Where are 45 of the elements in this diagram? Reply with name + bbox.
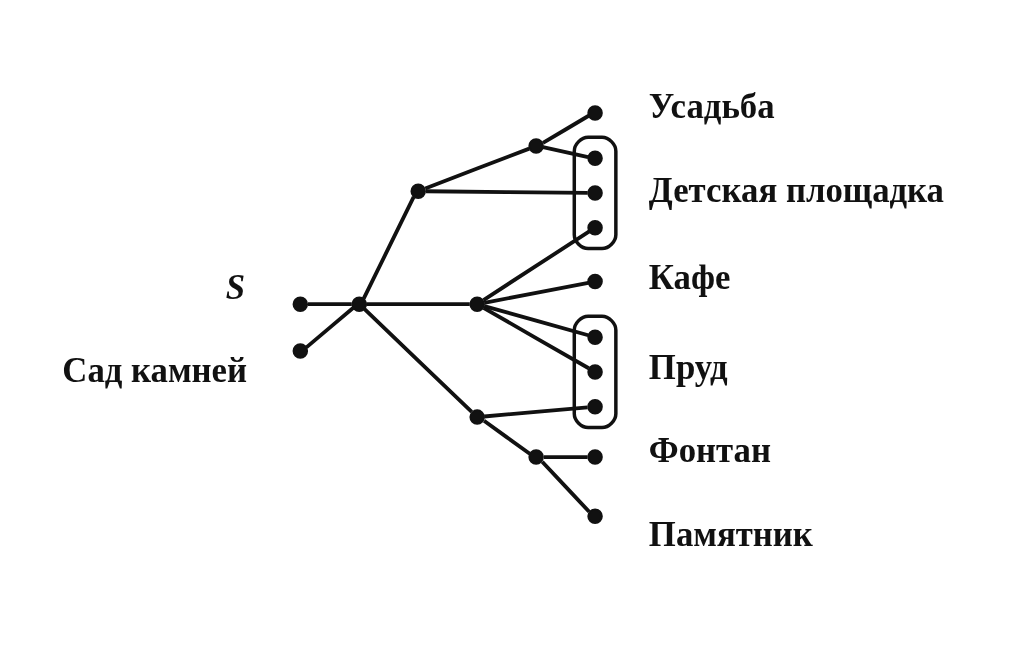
node-dot xyxy=(469,408,485,425)
connector xyxy=(483,280,589,305)
connector xyxy=(305,305,355,349)
connector xyxy=(540,459,591,513)
cluster xyxy=(572,135,618,250)
node-label: Детская площадка xyxy=(648,170,944,210)
node-dot xyxy=(587,328,603,345)
node-dot xyxy=(587,149,603,166)
connector xyxy=(483,303,589,337)
connector xyxy=(363,307,474,413)
node-dot xyxy=(587,273,603,289)
connector xyxy=(366,301,470,306)
node-dot xyxy=(587,448,603,465)
node-label: Сад камней xyxy=(62,350,248,390)
connector xyxy=(484,404,588,418)
node-dot xyxy=(528,448,544,465)
node-dot xyxy=(528,137,544,154)
node-dot xyxy=(587,507,603,524)
node-label: Фонтан xyxy=(648,430,772,470)
node-dot xyxy=(587,184,603,201)
node-dot xyxy=(587,219,603,235)
connector xyxy=(542,113,590,145)
connector xyxy=(482,418,531,455)
node-label: S xyxy=(225,267,245,307)
node-dot xyxy=(410,182,426,199)
node-dot xyxy=(292,295,309,312)
cluster xyxy=(572,314,618,429)
connector xyxy=(482,305,590,370)
connector xyxy=(361,195,416,300)
connector xyxy=(308,301,352,306)
connector xyxy=(425,188,588,195)
node-dot xyxy=(587,104,603,121)
node-label: Памятник xyxy=(648,514,813,554)
node-dot xyxy=(351,295,367,312)
connector xyxy=(543,454,588,459)
node-label: Кафе xyxy=(648,257,731,296)
connector xyxy=(424,146,530,190)
connector xyxy=(542,144,589,159)
node-dot xyxy=(587,363,603,380)
node-dot xyxy=(292,342,309,359)
node-label: Пруд xyxy=(648,347,728,387)
node-label: Усадьба xyxy=(648,86,775,126)
connector xyxy=(482,229,591,302)
node-dot xyxy=(587,398,603,414)
node-dot xyxy=(469,295,485,312)
